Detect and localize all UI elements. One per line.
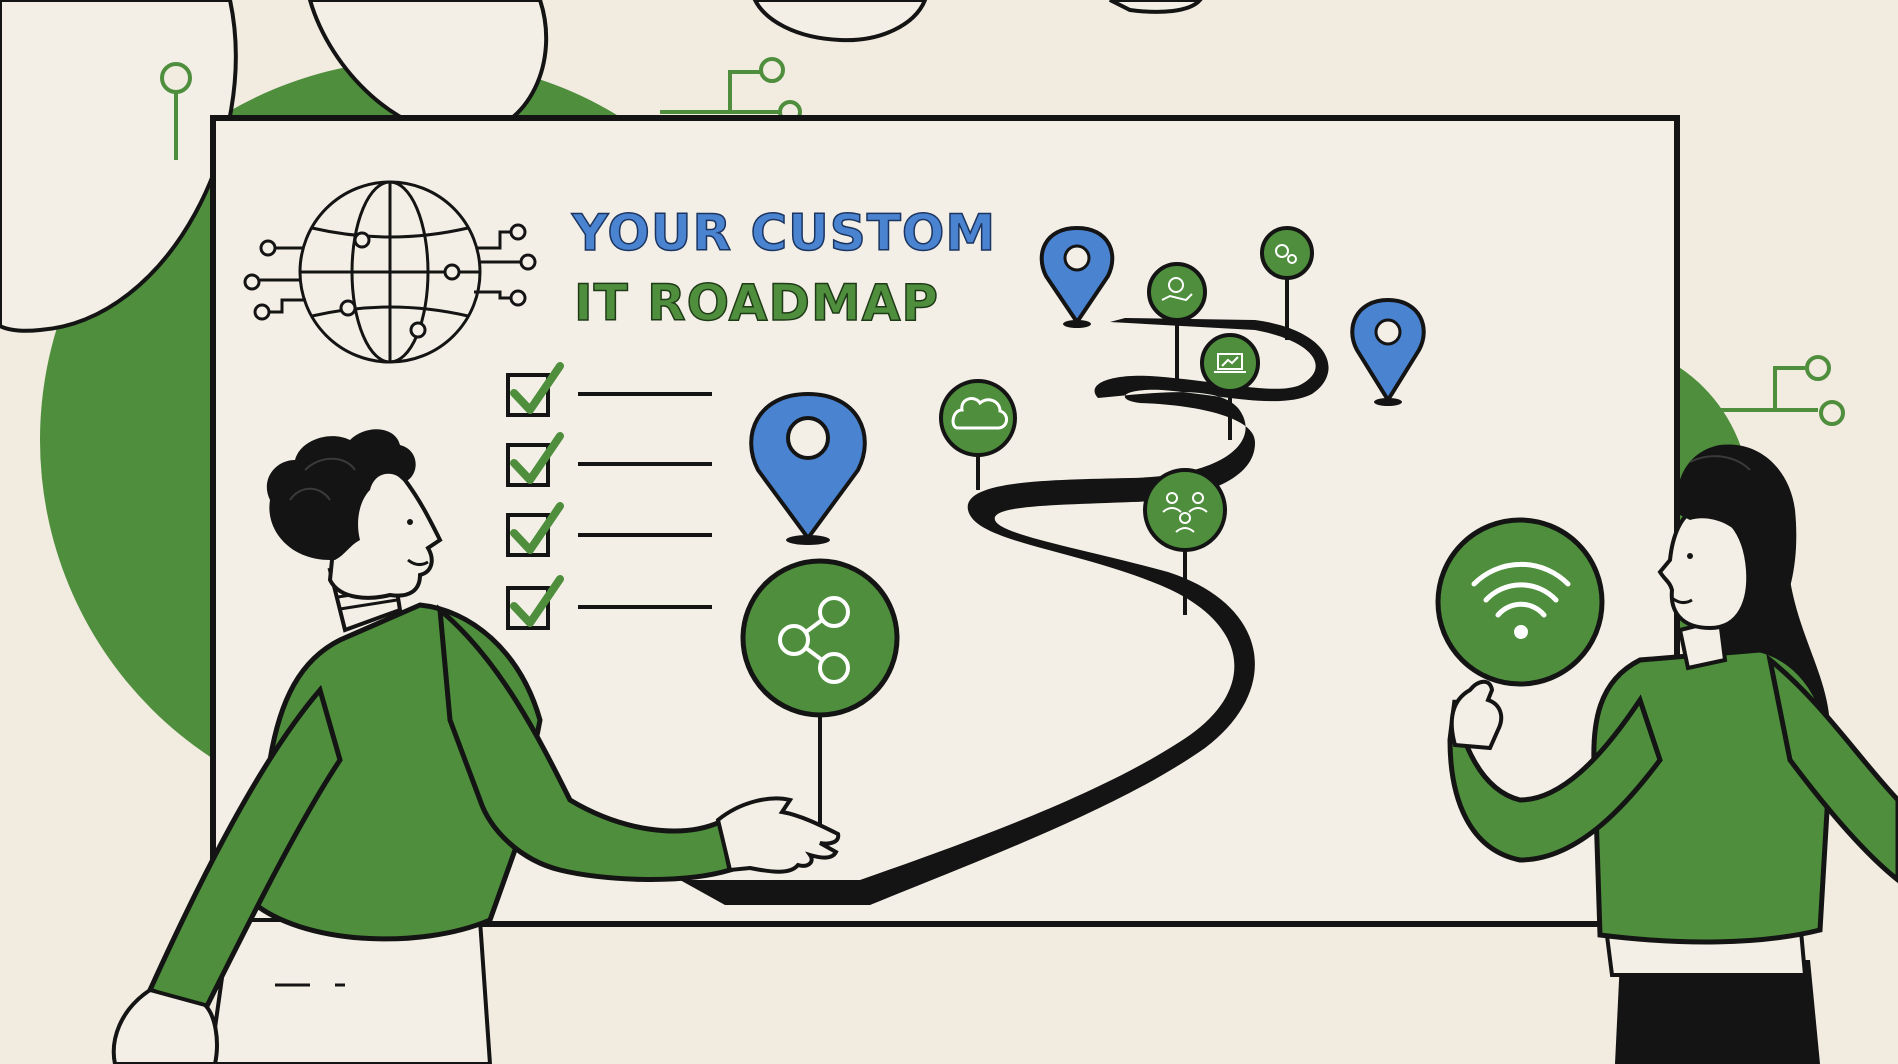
globe-network-icon	[243, 180, 537, 364]
checklist	[506, 362, 712, 630]
gear-marker	[1260, 226, 1314, 340]
checklist-item-2	[506, 432, 712, 487]
checkmark-icon	[510, 575, 564, 627]
team-icon	[1162, 492, 1208, 533]
team-marker	[1143, 468, 1227, 615]
woman-right-arm	[1766, 653, 1898, 884]
cloud-marker	[939, 379, 1017, 490]
share-marker	[740, 558, 900, 830]
hand-gear-marker	[1147, 262, 1207, 390]
man-right-hand	[715, 796, 841, 874]
title-line-2: IT ROADMAP	[574, 274, 939, 332]
man-hair	[266, 429, 416, 560]
cloud-blob-top-small	[1109, 0, 1203, 14]
man-figure	[111, 429, 841, 1064]
hand-gear-icon	[1161, 277, 1193, 302]
woman-pants	[1615, 960, 1820, 1064]
woman-face	[1657, 507, 1751, 631]
location-pin-right	[1350, 297, 1426, 406]
gear-icon	[1275, 244, 1297, 264]
location-pin-top	[1039, 225, 1115, 328]
checklist-item-4	[506, 575, 712, 630]
man-left-hand	[111, 987, 219, 1064]
man-pants	[207, 918, 493, 1064]
woman-sweater	[1591, 647, 1833, 945]
title-line-1: YOUR CUSTOM	[571, 204, 996, 262]
wifi-icon	[1471, 561, 1571, 618]
woman-figure	[1447, 444, 1898, 1064]
woman-hair	[1677, 444, 1797, 620]
share-icon	[778, 596, 850, 684]
cloud-blob-top	[752, 0, 928, 43]
cloud-icon	[951, 397, 1008, 430]
checkmark-icon	[510, 432, 564, 484]
checkmark-icon	[510, 502, 564, 554]
woman-left-arm	[1447, 694, 1663, 863]
woman-hand	[1449, 679, 1504, 751]
wifi-marker	[1435, 517, 1605, 687]
circuit-decor	[160, 57, 1845, 426]
laptop-chart-icon	[1214, 353, 1246, 373]
road-shape	[680, 318, 1329, 905]
checklist-item-1	[506, 362, 712, 417]
checklist-item-3	[506, 502, 712, 557]
laptop-marker	[1200, 333, 1260, 440]
checkmark-icon	[510, 362, 564, 414]
location-pin-large	[749, 391, 867, 545]
